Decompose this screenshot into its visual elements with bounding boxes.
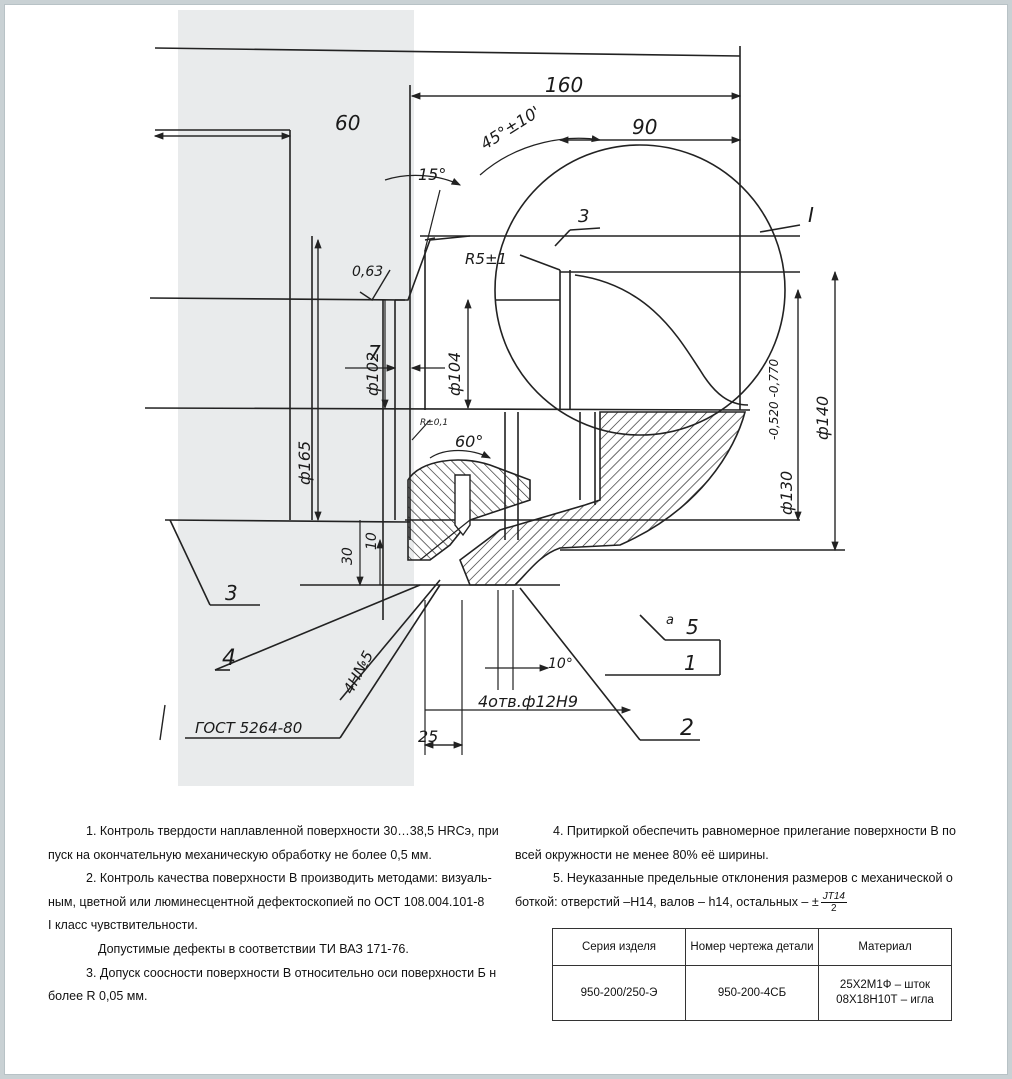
hatched-section [407, 411, 747, 586]
note-2-line-1: 2. Контроль качества поверхности В произ… [86, 871, 492, 886]
technical-drawing: 160 90 60 45°±10' 15° R5±1 0,63 7 ф102 ф… [144, 10, 845, 786]
callout-3-top: 3 [578, 206, 589, 227]
dim-r-small: R±0,1 [420, 418, 448, 428]
fraction-numerator: JT14 [820, 890, 847, 903]
dim-phi104: ф104 [445, 352, 464, 396]
dim-160: 160 [545, 73, 583, 97]
note-3-line-2: более R 0,05 мм. [48, 989, 148, 1004]
specification-table: Серия изделя Номер чертежа детали Матери… [552, 928, 952, 1021]
dim-90: 90 [632, 115, 657, 139]
callout-3-left: 3 [225, 581, 238, 605]
material-2: 08Х18Н10Т – игла [836, 994, 934, 1006]
callout-labels: I 3 3 4 2 a 5 1 [222, 203, 814, 741]
note-4-line-2: всей окружности не менее 80% её ширины. [515, 847, 769, 862]
dim-holes: 4отв.ф12Н9 [478, 692, 578, 711]
dim-angle10: 10° [548, 656, 573, 672]
header-drawing-no: Номер чертежа детали [685, 928, 819, 966]
dim-30: 30 [340, 547, 356, 565]
scan-shadow-stripe [178, 10, 414, 786]
note-5-line-1: 5. Неуказанные предельные отклонения раз… [553, 871, 953, 886]
note-3-line-1: 3. Допуск соосности поверхности В относи… [86, 965, 497, 980]
header-series: Серия изделя [552, 928, 686, 966]
header-material: Материал [818, 928, 952, 966]
callout-5: 5 [686, 615, 699, 639]
dim-7: 7 [368, 341, 381, 365]
callout-mark-a: a [666, 613, 674, 628]
material-1: 25Х2М1Ф – шток [839, 979, 931, 991]
note-2-line-2: ным, цветной или люминесцентной дефектос… [48, 894, 485, 909]
dim-gost: ГОСТ 5264-80 [195, 719, 302, 737]
table-row: 950-200/250-Э 950-200-4СБ 25Х2М1Ф – шток… [552, 965, 952, 1021]
dim-phi130-tolerance: -0,520 -0,770 [767, 358, 781, 440]
callout-1: 1 [684, 651, 697, 675]
dim-r5: R5±1 [465, 250, 507, 268]
dim-phi130: ф130 [777, 471, 796, 515]
cell-drawing-no: 950-200-4СБ [685, 965, 819, 1021]
part-outline [144, 46, 845, 741]
note-1-line-1: 1. Контроль твердости наплавленной повер… [86, 824, 499, 838]
dim-roughness: 0,63 [352, 264, 383, 280]
cell-material: 25Х2М1Ф – шток 08Х18Н10Т – игла [818, 965, 952, 1021]
dim-angle60: 60° [455, 432, 483, 451]
dim-phi165: ф165 [295, 441, 314, 485]
cell-series: 950-200/250-Э [552, 965, 686, 1021]
callout-4: 4 [222, 646, 236, 671]
note-2-line-4: Допустимые дефекты в соответствии ТИ ВАЗ… [98, 941, 409, 956]
technical-notes-left: 1. Контроль твердости наплавленной повер… [48, 820, 508, 1009]
dim-angle15: 15° [418, 165, 446, 184]
dim-phi102: ф102 [363, 352, 382, 396]
callout-2: 2 [680, 716, 694, 741]
dim-60: 60 [335, 111, 360, 135]
note-5-text: боткой: отверстий –Н14, валов – h14, ост… [515, 894, 819, 909]
dim-25: 25 [418, 727, 438, 746]
callout-view-1: I [808, 203, 814, 227]
dim-10: 10 [364, 532, 380, 550]
table-header-row: Серия изделя Номер чертежа детали Матери… [552, 928, 952, 966]
dim-phi140: ф140 [813, 396, 832, 440]
note-1-line-2: пуск на окончательную механическую обраб… [48, 847, 432, 862]
dimension-lines [153, 92, 839, 755]
note-5-line-2: боткой: отверстий –Н14, валов – h14, ост… [515, 891, 985, 915]
scan-mark [159, 704, 166, 741]
technical-notes-right: 4. Притиркой обеспечить равномерное прил… [515, 820, 985, 914]
roughness-symbol [359, 269, 391, 301]
note-2-line-3: I класс чувствительности. [48, 918, 198, 933]
fraction-denominator: 2 [831, 902, 837, 914]
note-4-line-1: 4. Притиркой обеспечить равномерное прил… [553, 824, 956, 838]
